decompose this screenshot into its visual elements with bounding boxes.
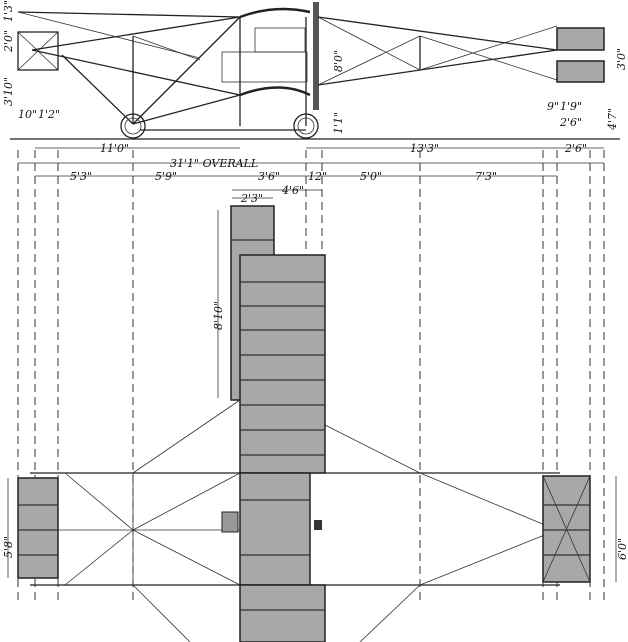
dim-wing-to-tail: 13'3" — [410, 142, 439, 155]
dim-nose-to-wing: 11'0" — [100, 142, 129, 155]
lower-wing-panel — [239, 584, 326, 642]
dim-seg1: 5'3" — [70, 170, 92, 183]
dim-propeller: 8'0" — [332, 50, 345, 72]
dim-skid-b: 1'2" — [38, 108, 60, 121]
dim-seg3: 3'6" — [258, 170, 280, 183]
dim-skid-a: 10" — [18, 108, 37, 121]
upper-wing-panel — [239, 254, 326, 474]
dim-elevator-height: 2'0" — [2, 30, 15, 53]
front-elevator — [17, 31, 59, 71]
plan-view: 8'10" 5'8" 6'0" — [2, 205, 628, 642]
upper-boom — [17, 11, 241, 18]
dim-seg4: 12" — [308, 170, 327, 183]
dimension-lines: 11'0" 13'3" 2'6" 31'1" OVERALL 5'3" 5'9"… — [17, 142, 605, 600]
front-wheel — [120, 113, 146, 139]
engine — [254, 27, 306, 53]
propeller — [313, 2, 319, 110]
dim-tail-c: 2'6" — [559, 116, 582, 129]
projection-lines — [17, 150, 605, 600]
dim-tail-height: 3'0" — [615, 48, 628, 70]
tail-lower — [556, 60, 605, 83]
wing-ribs — [231, 239, 325, 611]
dim-seg2: 5'9" — [155, 170, 177, 183]
dim-aileron-chord: 2'3" — [240, 192, 263, 205]
front-elevator-plan — [17, 477, 59, 579]
seat — [221, 511, 239, 533]
engine-plan — [314, 520, 322, 530]
dim-tail-a: 9" — [547, 100, 559, 113]
wing-center-section — [239, 472, 311, 586]
dim-wing-chord: 4'6" — [281, 184, 304, 197]
dim-tail-b: 1'9" — [560, 100, 582, 113]
engine-bay — [221, 51, 308, 83]
side-view: 2'0" 1'3" 3'10" 10" 1'2" 8'0" 1'1" 3'0" … — [2, 0, 628, 140]
dim-elevator-gap: 1'3" — [2, 0, 15, 22]
dim-tail-length: 2'6" — [564, 142, 587, 155]
dim-seg5: 5'0" — [360, 170, 382, 183]
dim-aileron-span: 8'10" — [212, 301, 225, 330]
dim-propeller-clearance: 1'1" — [332, 112, 345, 134]
dim-elevator-above-ground: 3'10" — [2, 77, 15, 106]
dim-tail-span: 6'0" — [616, 538, 628, 560]
rear-wheel — [293, 113, 319, 139]
dim-seg6: 7'3" — [475, 170, 497, 183]
tail-upper — [556, 27, 605, 51]
dim-overall: 31'1" OVERALL — [170, 157, 258, 170]
dim-elevator-span: 5'8" — [2, 536, 15, 558]
dim-tail-above-ground: 4'7" — [606, 108, 619, 131]
